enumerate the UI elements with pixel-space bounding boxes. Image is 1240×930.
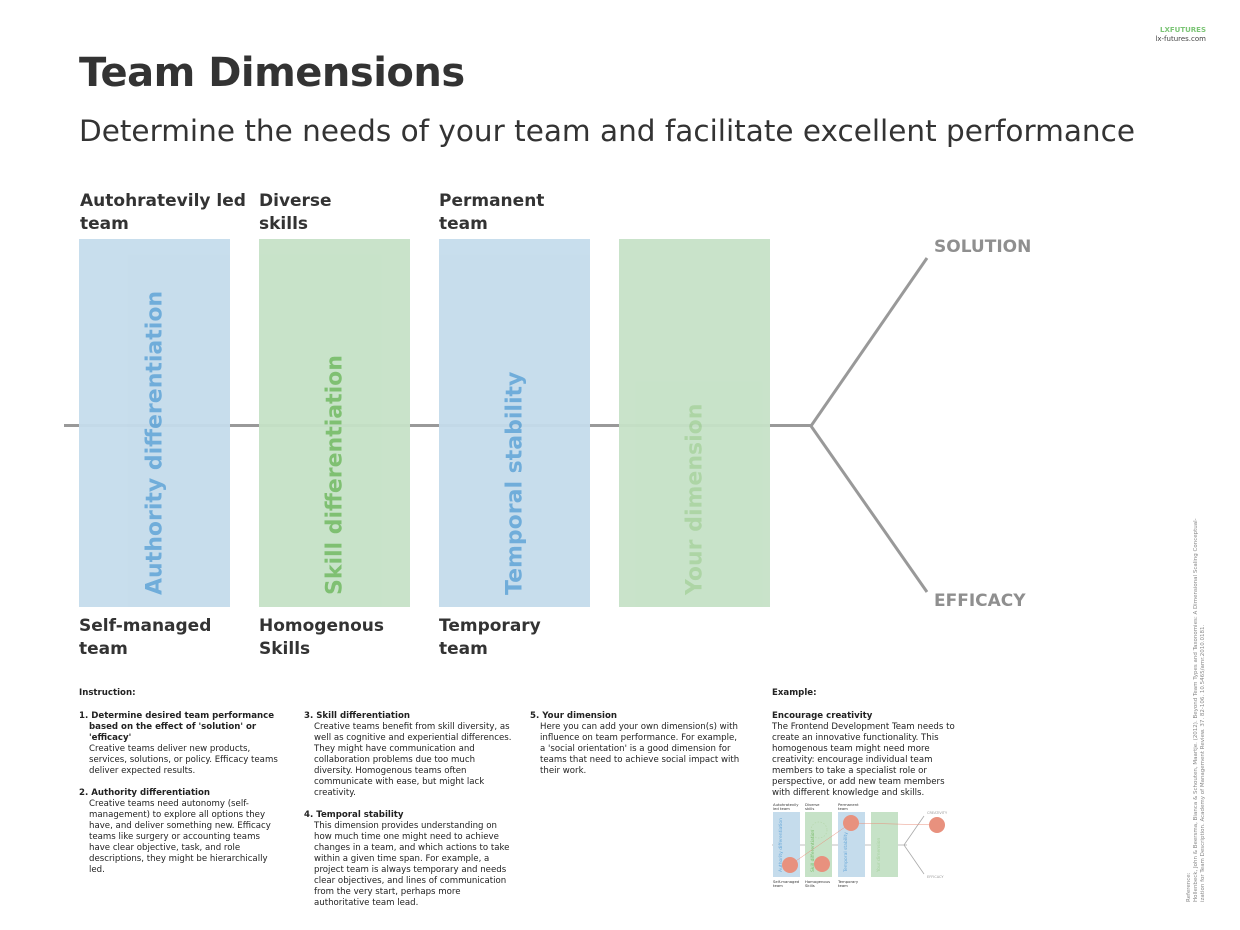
- instruction-column-1: 1. Determine desired team performance ba…: [79, 711, 279, 876]
- step-title: 2. Authority differentiation: [79, 788, 211, 798]
- page-title: Team Dimensions: [79, 50, 465, 96]
- svg-text:team: team: [838, 883, 848, 888]
- example-title: Encourage creativity: [772, 711, 873, 721]
- instruction-heading: Instruction:: [79, 688, 136, 698]
- reference-citation: Reference: Hollenbeck, John & Beersma, B…: [1186, 518, 1207, 902]
- dimension-label: Skill differentiation: [322, 355, 347, 595]
- logo: LXFUTURES lx-futures.com: [1155, 26, 1206, 44]
- step-title: 1. Determine desired team performance ba…: [79, 711, 275, 743]
- dimension-column-skill: Skill differentiation: [259, 239, 410, 607]
- instruction-step: 1. Determine desired team performance ba…: [79, 711, 279, 777]
- dimension-label: Authority differentiation: [142, 290, 167, 595]
- svg-text:Permanent: Permanent: [838, 802, 859, 807]
- svg-text:EFFICACY: EFFICACY: [927, 875, 944, 879]
- instruction-step: 2. Authority differentiation Creative te…: [79, 788, 279, 876]
- dimension-column-yours: Your dimension: [619, 239, 770, 607]
- branch-label-efficacy: EFFICACY: [934, 591, 1026, 611]
- svg-text:Your dimension: Your dimension: [876, 838, 882, 873]
- svg-text:team: team: [838, 806, 848, 811]
- svg-text:Skill differentiation: Skill differentiation: [810, 829, 816, 872]
- step-title: 5. Your dimension: [530, 711, 618, 721]
- svg-text:Self-managed: Self-managed: [773, 879, 800, 884]
- svg-text:Temporal stability: Temporal stability: [843, 832, 849, 873]
- step-body: Creative teams deliver new products, ser…: [89, 744, 278, 776]
- instruction-step: 4. Temporal stability This dimension pro…: [304, 810, 512, 909]
- instruction-step: 3. Skill differentiation Creative teams …: [304, 711, 512, 799]
- reference-line: ization for Team Description. Academy of…: [1200, 624, 1206, 902]
- dimension-column-authority: Authority differentiation: [79, 239, 230, 607]
- svg-text:Temporary: Temporary: [837, 879, 859, 884]
- dimension-column-temporal: Temporal stability: [439, 239, 590, 607]
- logo-url: lx-futures.com: [1155, 35, 1206, 43]
- svg-text:team: team: [773, 883, 783, 888]
- svg-text:Homogenous: Homogenous: [805, 879, 830, 884]
- step-body: Creative teams need autonomy (self-manag…: [89, 799, 271, 875]
- example-diagram-thumbnail: Authority differentiation Skill differen…: [772, 802, 948, 888]
- dimension-label: Your dimension: [682, 403, 707, 595]
- page-subtitle: Determine the needs of your team and fac…: [79, 114, 1135, 148]
- example-heading: Example:: [772, 688, 817, 698]
- svg-text:skills: skills: [805, 806, 814, 811]
- logo-brand: LXFUTURES: [1160, 26, 1206, 34]
- svg-text:Diverse: Diverse: [805, 802, 820, 807]
- step-title: 3. Skill differentiation: [304, 711, 410, 721]
- dimension-label: Temporal stability: [502, 371, 527, 595]
- instruction-column-2: 3. Skill differentiation Creative teams …: [304, 711, 512, 909]
- svg-text:led team: led team: [773, 806, 790, 811]
- example-body: The Frontend Development Team needs to c…: [772, 722, 955, 798]
- step-body: Here you can add your own dimension(s) w…: [540, 722, 740, 776]
- svg-text:Skills: Skills: [805, 883, 815, 888]
- example-text: Encourage creativity The Frontend Develo…: [772, 711, 957, 799]
- instruction-step: 5. Your dimension Here you can add your …: [530, 711, 740, 777]
- instruction-column-3: 5. Your dimension Here you can add your …: [530, 711, 740, 777]
- reference-line: Hollenbeck, John & Beersma, Bianca & Sch…: [1193, 518, 1199, 902]
- branch-label-solution: SOLUTION: [934, 237, 1032, 257]
- step-body: This dimension provides understanding on…: [314, 821, 510, 908]
- step-title: 4. Temporal stability: [304, 810, 404, 820]
- svg-text:CREATIVITY: CREATIVITY: [927, 811, 948, 815]
- step-body: Creative teams benefit from skill divers…: [314, 722, 512, 798]
- svg-text:Authority differentiation: Authority differentiation: [778, 818, 784, 872]
- reference-label: Reference:: [1186, 872, 1192, 902]
- svg-text:Autohratevily: Autohratevily: [773, 802, 799, 807]
